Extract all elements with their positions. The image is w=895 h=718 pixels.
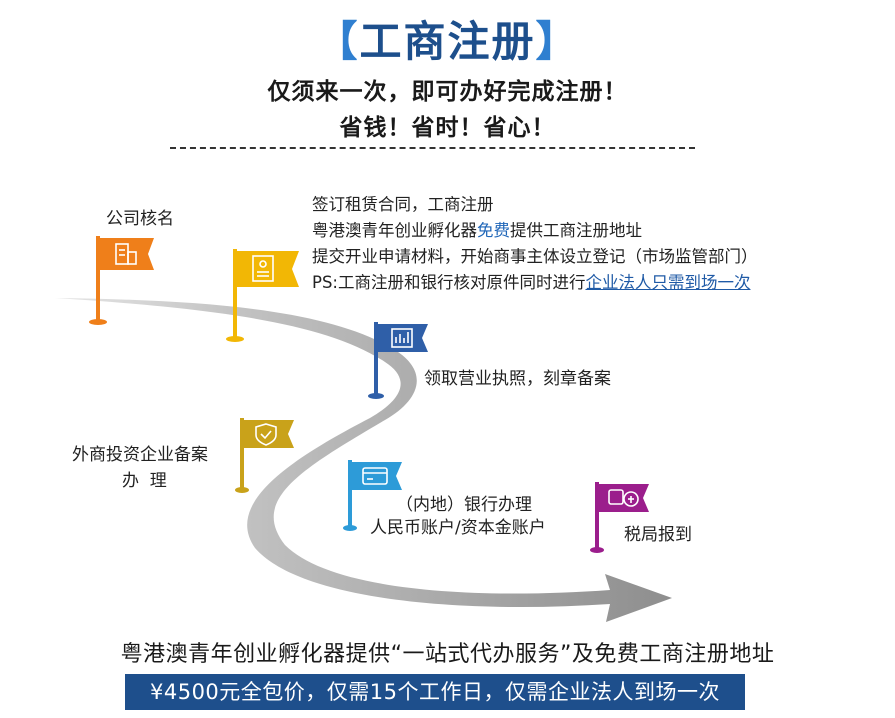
flag-name-check <box>89 236 154 325</box>
flag-tax <box>590 482 649 553</box>
step-bank-line-1: （内地）银行办理 <box>396 495 532 515</box>
tax-icon <box>608 489 639 507</box>
legal-person-note: 企业法人只需到场一次 <box>585 273 751 292</box>
building-icon <box>115 243 137 265</box>
subtitle-line-1: 仅须来一次，即可办好完成注册！ <box>267 79 628 105</box>
title-bracket-right: 】 <box>535 17 580 66</box>
info-line-1: 签订租赁合同，工商注册 <box>312 195 494 214</box>
dashed-divider <box>170 147 695 149</box>
price-banner: ¥4500元全包价，仅需15个工作日，仅需企业法人到场一次 <box>125 674 745 710</box>
title-text: 工商注册 <box>359 17 536 66</box>
service-statement: 粤港澳青年创业孵化器提供“一站式代办服务”及免费工商注册地址 <box>120 642 775 667</box>
registration-info: 签订租赁合同，工商注册 粤港澳青年创业孵化器免费提供工商注册地址 提交开业申请材… <box>312 192 758 296</box>
step-license: 领取营业执照，刻章备案 <box>424 369 611 389</box>
step-name-check: 公司核名 <box>106 209 174 229</box>
chart-icon <box>391 328 413 348</box>
step-foreign-line-1: 外商投资企业备案 <box>72 445 208 465</box>
subtitle-line-2: 省钱！省时！省心！ <box>339 115 556 141</box>
info-line-2: 粤港澳青年创业孵化器免费提供工商注册地址 <box>312 221 642 240</box>
step-foreign-line-2: 办 理 <box>122 471 167 491</box>
card-icon <box>362 467 388 485</box>
flag-registration <box>226 249 299 342</box>
flag-license <box>368 322 428 399</box>
shield-check-icon <box>255 423 277 446</box>
page-title: 【工商注册】 <box>0 8 895 69</box>
flag-bank <box>343 460 402 531</box>
flag-foreign-filing <box>235 418 294 493</box>
step-bank-line-2: 人民币账户/资本金账户 <box>370 518 546 538</box>
info-line-3: 提交开业申请材料，开始商事主体设立登记（市场监管部门） <box>312 247 758 266</box>
road-path <box>55 298 672 622</box>
step-tax: 税局报到 <box>624 525 692 545</box>
document-icon <box>252 255 274 282</box>
free-highlight: 免费 <box>477 221 510 240</box>
title-bracket-left: 【 <box>315 17 360 66</box>
info-line-4: PS:工商注册和银行核对原件同时进行企业法人只需到场一次 <box>312 273 751 292</box>
